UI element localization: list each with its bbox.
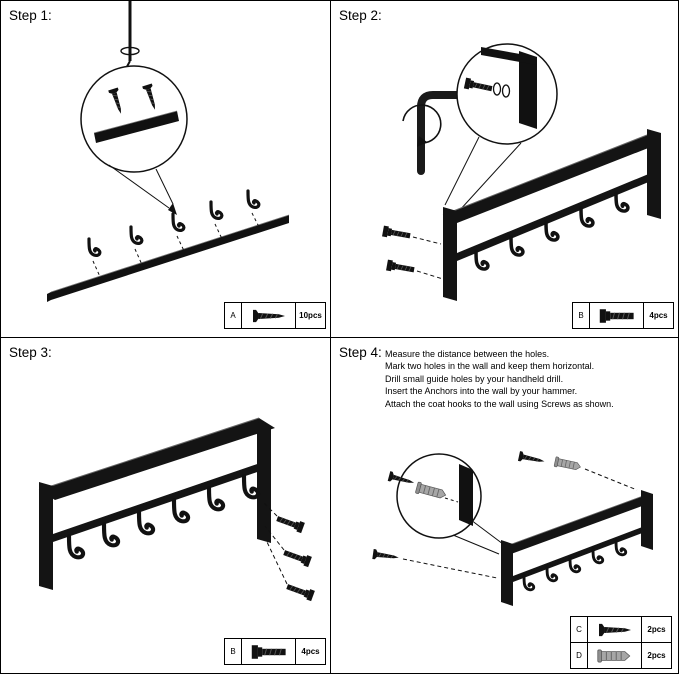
instruction-line: Measure the distance between the holes. (385, 349, 550, 359)
screw-icon (588, 617, 642, 642)
mounting-rail (47, 214, 290, 302)
step3-illustration (38, 417, 316, 602)
step3-label: Step 3: (9, 345, 52, 360)
screw-icon (517, 450, 546, 467)
legend-row: B 4pcs (225, 639, 325, 664)
zoom-circle (387, 453, 482, 539)
instruction-line: Attach the coat hooks to the wall using … (385, 398, 614, 409)
instruction-line: Drill small guide holes by your handheld… (385, 373, 564, 384)
zoom-circle (80, 65, 188, 173)
parts-legend: C 2pcs D 2pcs (570, 616, 672, 669)
step1-panel: Step 1: (0, 0, 331, 338)
shelf-unit (38, 417, 275, 590)
screw-icon (242, 303, 296, 328)
legend-row: B 4pcs (573, 303, 673, 328)
step1-illustration (47, 1, 290, 302)
step1-label: Step 1: (9, 8, 52, 23)
shelf-unit (500, 490, 653, 606)
part-qty-cell: 10pcs (299, 311, 322, 320)
fastener-chains (371, 450, 638, 579)
hooks-row (87, 189, 261, 280)
step4-label: Step 4: (339, 345, 382, 360)
part-id-cell: B (225, 639, 242, 664)
bolt-icon (281, 547, 313, 568)
step4-panel: Step 4: Measure the distance between the… (330, 337, 679, 674)
part-id-cell: A (225, 303, 242, 328)
side-bolts (262, 501, 316, 602)
part-qty-cell: 2pcs (647, 625, 666, 634)
step2-panel: Step 2: (330, 0, 679, 338)
leader-lines (444, 136, 522, 212)
instruction-line: Mark two holes in the wall and keep them… (385, 361, 595, 372)
leader-lines (452, 519, 504, 555)
legend-row: D 2pcs (571, 642, 671, 668)
parts-legend: B 4pcs (224, 638, 326, 665)
step4-illustration (371, 450, 653, 606)
side-bolts (381, 225, 444, 280)
bolt-icon (274, 513, 306, 534)
part-qty-cell: 2pcs (647, 651, 666, 660)
instruction-line: Insert the Anchors into the wall by your… (385, 386, 578, 397)
allen-key-icon (402, 91, 467, 175)
legend-row: C 2pcs (571, 617, 671, 642)
zoom-circle (456, 43, 558, 145)
parts-legend: B 4pcs (572, 302, 674, 329)
part-qty-cell: 4pcs (649, 311, 668, 320)
legend-row: A 10pcs (225, 303, 325, 328)
bolt-icon (590, 303, 644, 328)
bolt-icon (381, 225, 412, 242)
step4-instructions: Measure the distance between the holes. … (385, 348, 675, 410)
bolt-icon (242, 639, 296, 664)
part-qty-cell: 4pcs (301, 647, 320, 656)
part-id-cell: D (571, 643, 588, 668)
anchor-icon (553, 456, 582, 473)
bolt-icon (284, 581, 316, 602)
parts-legend: A 10pcs (224, 302, 326, 329)
step2-illustration (381, 43, 661, 301)
anchor-icon (588, 643, 642, 668)
step3-panel: Step 3: (0, 337, 331, 674)
screw-icon (371, 548, 400, 563)
shelf-unit (442, 129, 661, 301)
step2-label: Step 2: (339, 8, 382, 23)
part-id-cell: C (571, 617, 588, 642)
bolt-icon (385, 259, 416, 276)
leader-lines (108, 164, 177, 215)
part-id-cell: B (573, 303, 590, 328)
